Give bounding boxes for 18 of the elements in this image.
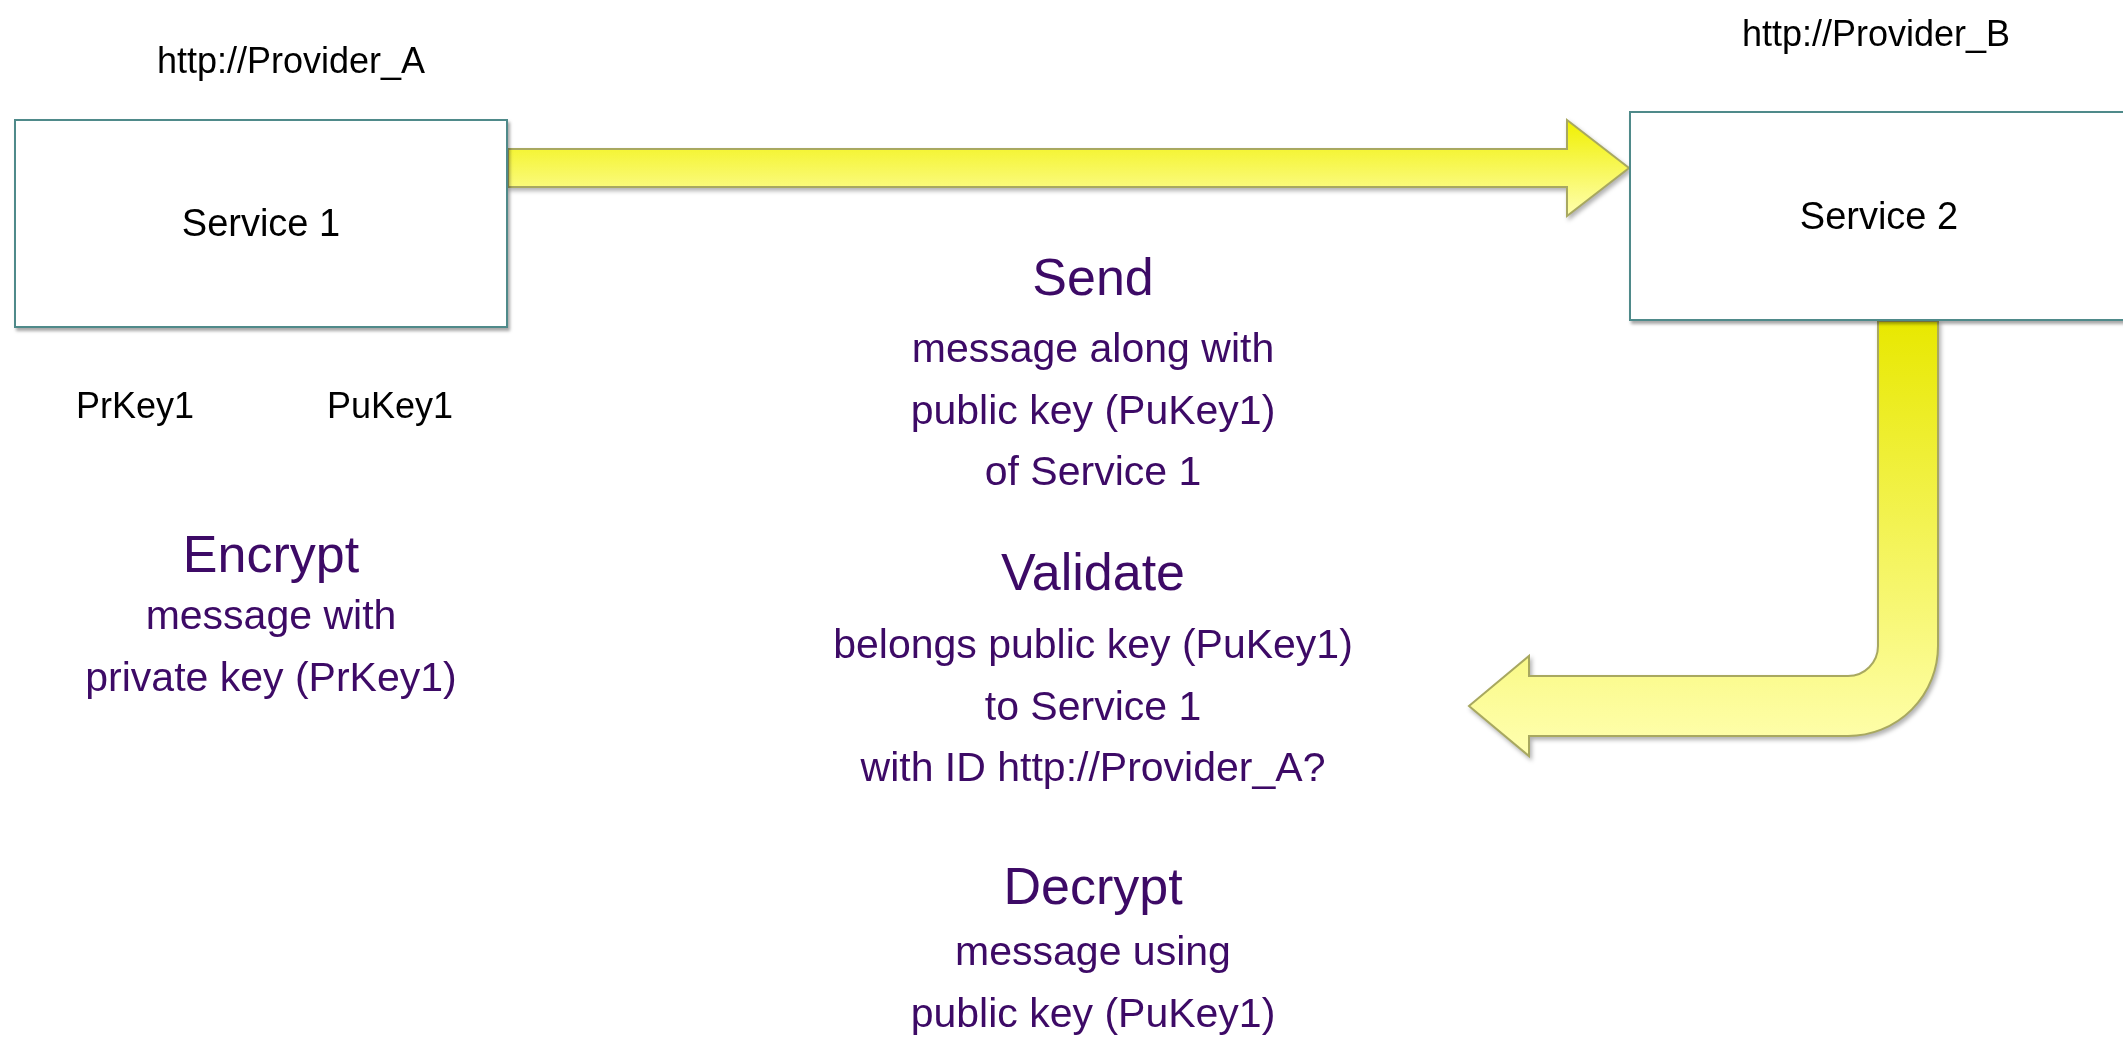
provider-url: http://Provider_B <box>1741 13 2011 55</box>
service-name: Service 2 <box>1799 194 1959 238</box>
step-heading: Decrypt <box>1003 856 1183 918</box>
step-heading: Encrypt <box>182 524 360 586</box>
key-name: PuKey1 <box>326 384 454 428</box>
step-heading: Send <box>1032 247 1154 309</box>
service-box <box>1629 111 2123 321</box>
service-box <box>14 119 508 328</box>
step-description: message along with public key (PuKey1) of Service 1 <box>910 323 1276 496</box>
key-name: PrKey1 <box>75 384 195 428</box>
step-description: belongs public key (PuKey1) to Service 1 with ID http://Provider_A? <box>833 619 1353 792</box>
service-name: Service 1 <box>181 202 341 245</box>
step-description: message using public key (PuKey1) <box>910 926 1276 1037</box>
provider-url: http://Provider_A <box>156 40 426 82</box>
step-heading: Validate <box>1000 542 1186 604</box>
block-arrow <box>507 117 1631 219</box>
step-description: message with private key (PrKey1) <box>85 590 457 701</box>
block-arrow <box>1468 320 1939 757</box>
